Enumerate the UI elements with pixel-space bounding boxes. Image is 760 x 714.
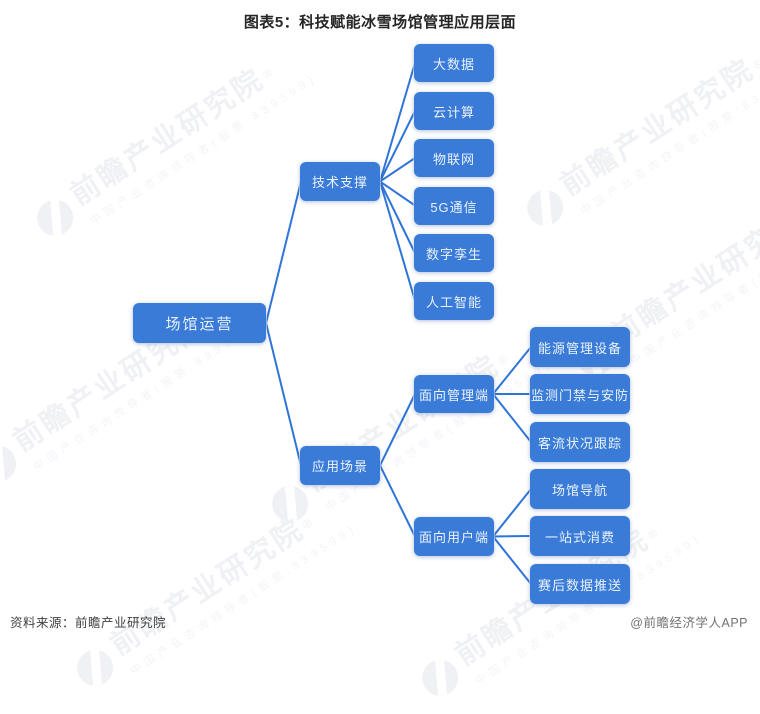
node-access-security: 监测门禁与安防	[530, 374, 630, 414]
node-venue-operation: 场馆运营	[133, 303, 266, 343]
node-tech-support: 技术支撑	[300, 162, 380, 201]
credit-note: @前瞻经济学人APP	[630, 616, 748, 630]
node-5g-communication: 5G通信	[414, 187, 494, 225]
node-energy-management: 能源管理设备	[530, 327, 630, 367]
node-venue-navigation: 场馆导航	[530, 469, 630, 509]
node-big-data: 大数据	[414, 44, 494, 82]
qianzhan-logo-icon	[415, 652, 466, 703]
node-application-scenario: 应用场景	[300, 446, 380, 485]
node-digital-twin: 数字孪生	[414, 234, 494, 272]
qianzhan-logo-icon	[70, 642, 121, 693]
node-management-side: 面向管理端	[414, 375, 494, 413]
node-iot: 物联网	[414, 139, 494, 177]
diagram-canvas: 前瞻产业研究院® 中国产业咨询领导者(股票:839599) 前瞻产业研究院® 中…	[0, 0, 760, 644]
node-passenger-flow: 客流状况跟踪	[530, 422, 630, 462]
page-title: 图表5：科技赋能冰雪场馆管理应用层面	[243, 14, 517, 31]
node-user-side: 面向用户端	[414, 517, 494, 556]
node-one-stop-consumption: 一站式消费	[530, 516, 630, 556]
connector-lines	[265, 62, 532, 585]
source-note: 资料来源：前瞻产业研究院	[10, 616, 167, 630]
node-cloud-computing: 云计算	[414, 92, 494, 130]
node-post-game-data-push: 赛后数据推送	[530, 564, 630, 604]
node-ai: 人工智能	[414, 282, 494, 320]
